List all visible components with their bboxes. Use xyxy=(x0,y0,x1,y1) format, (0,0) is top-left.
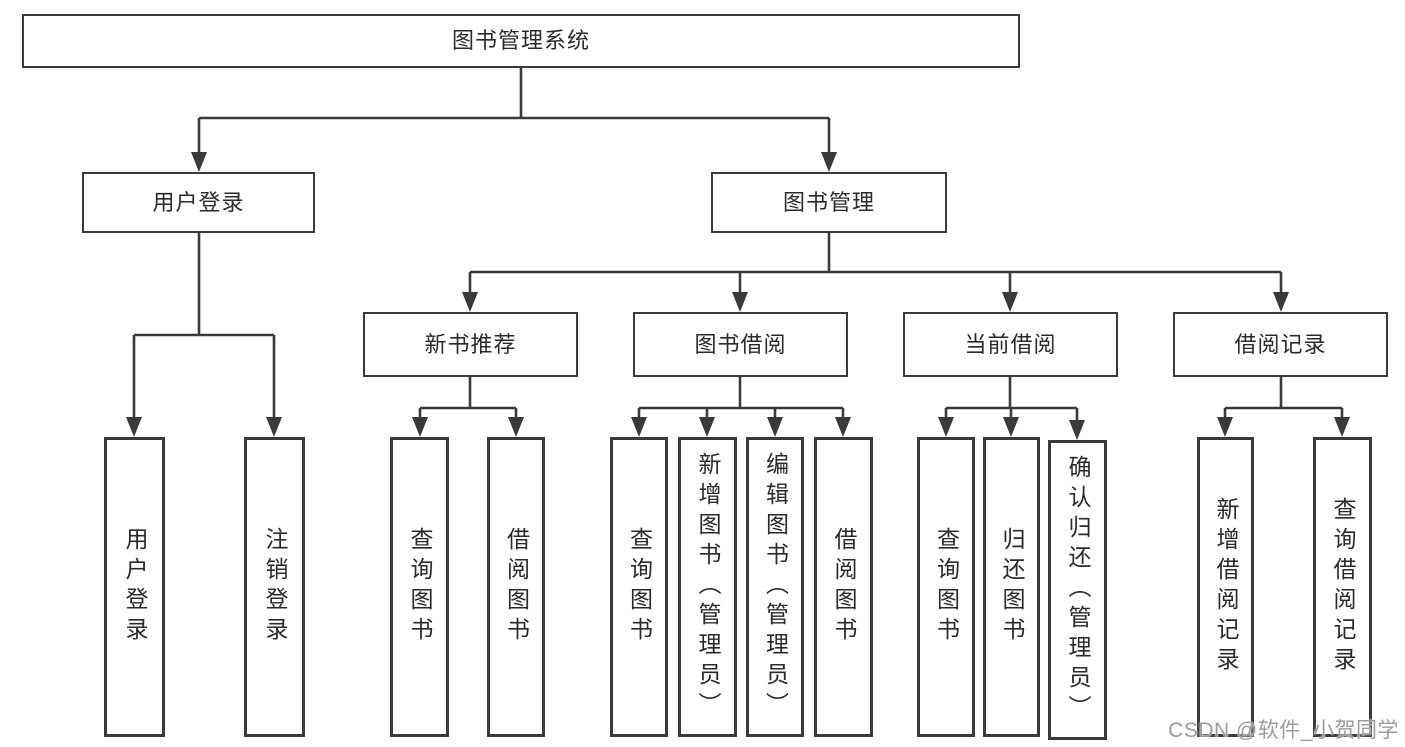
node-borrow-books-label: 借阅图书 xyxy=(831,527,857,647)
node-add-borrow-record-label: 新增借阅记录 xyxy=(1213,497,1239,677)
node-user-login: 用户登录 xyxy=(82,172,315,233)
node-borrowing-records: 借阅记录 xyxy=(1173,312,1388,377)
node-search-books-recommend: 查询图书 xyxy=(390,437,449,737)
node-search-books-borrow-label: 查询图书 xyxy=(626,527,653,647)
node-user-login-label: 用户登录 xyxy=(152,189,245,215)
connector-new-book-branch xyxy=(418,377,518,433)
node-current-borrowing-label: 当前借阅 xyxy=(964,331,1057,357)
node-borrow-books-recommend-label: 借阅图书 xyxy=(503,527,530,647)
node-search-books-current-label: 查询图书 xyxy=(933,527,960,647)
node-book-management: 图书管理 xyxy=(711,172,947,233)
node-search-books-current: 查询图书 xyxy=(917,437,975,737)
node-search-borrow-record: 查询借阅记录 xyxy=(1313,437,1372,737)
node-book-borrowing: 图书借阅 xyxy=(633,312,848,377)
node-add-book-admin: 新增图书（管理员） xyxy=(678,437,737,737)
node-logout: 注销登录 xyxy=(244,437,305,737)
node-borrowing-records-label: 借阅记录 xyxy=(1234,331,1327,357)
node-return-books-label: 归还图书 xyxy=(999,527,1025,647)
node-edit-book-admin: 编辑图书（管理员） xyxy=(746,437,804,737)
node-library-management-system: 图书管理系统 xyxy=(22,14,1020,68)
node-book-borrowing-label: 图书借阅 xyxy=(694,331,787,357)
node-search-books-borrow: 查询图书 xyxy=(610,437,668,737)
connector-root-to-level2 xyxy=(197,68,831,168)
node-current-borrowing: 当前借阅 xyxy=(903,312,1118,377)
node-book-management-label: 图书管理 xyxy=(782,189,875,215)
node-search-borrow-record-label: 查询借阅记录 xyxy=(1330,497,1356,677)
node-edit-book-admin-label: 编辑图书（管理员） xyxy=(762,452,789,722)
node-library-management-system-label: 图书管理系统 xyxy=(451,28,590,53)
arrowheads xyxy=(126,152,1350,440)
node-search-books-recommend-label: 查询图书 xyxy=(407,527,433,647)
node-borrow-books-recommend: 借阅图书 xyxy=(487,437,545,737)
node-new-book-recommendation: 新书推荐 xyxy=(363,312,578,377)
node-logout-label: 注销登录 xyxy=(262,527,288,647)
csdn-watermark: CSDN @软件_小贺同学 xyxy=(1168,719,1399,742)
connector-user-login-branch xyxy=(132,233,276,433)
node-add-borrow-record: 新增借阅记录 xyxy=(1197,437,1254,737)
node-user-login-leaf-label: 用户登录 xyxy=(122,527,148,647)
node-return-books: 归还图书 xyxy=(983,437,1040,737)
connector-borrow-record-branch xyxy=(1223,377,1344,433)
node-add-book-admin-label: 新增图书（管理员） xyxy=(695,452,721,722)
node-confirm-return-admin-label: 确认归还（管理员） xyxy=(1065,455,1091,725)
node-user-login-leaf: 用户登录 xyxy=(104,437,165,737)
node-confirm-return-admin: 确认归还（管理员） xyxy=(1048,440,1107,740)
connector-book-borrow-branch xyxy=(637,377,845,433)
connector-book-management-branch xyxy=(468,233,1283,308)
node-borrow-books: 借阅图书 xyxy=(814,437,873,737)
node-new-book-recommendation-label: 新书推荐 xyxy=(424,331,517,357)
